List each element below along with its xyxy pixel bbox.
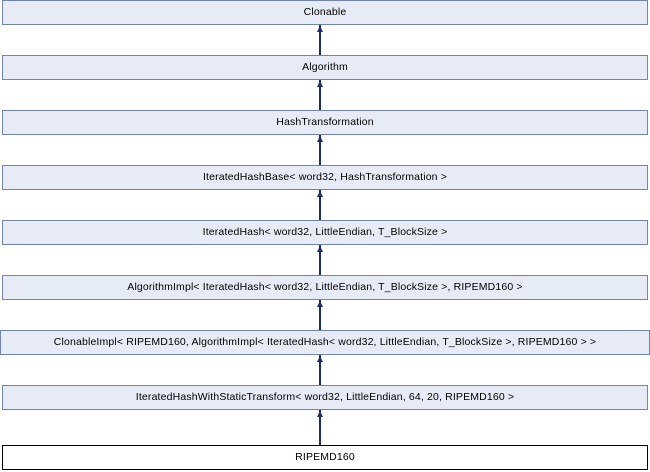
inheritance-edge bbox=[319, 25, 321, 55]
class-node-label: HashTransformation bbox=[276, 116, 374, 129]
inheritance-arrow-icon bbox=[317, 191, 323, 197]
inheritance-edge bbox=[319, 190, 321, 220]
inheritance-edge bbox=[319, 300, 321, 330]
inheritance-edge bbox=[319, 135, 321, 165]
inheritance-edge bbox=[319, 410, 321, 445]
class-node-label: IteratedHashBase< word32, HashTransforma… bbox=[202, 171, 448, 184]
class-node-label: Algorithm bbox=[302, 61, 348, 74]
class-node-iterated-hash[interactable]: IteratedHash< word32, LittleEndian, T_Bl… bbox=[2, 220, 648, 245]
class-node-hash-transformation[interactable]: HashTransformation bbox=[2, 110, 648, 135]
inheritance-arrow-icon bbox=[317, 26, 323, 32]
class-node-label: IteratedHashWithStaticTransform< word32,… bbox=[135, 391, 515, 404]
inheritance-arrow-icon bbox=[317, 246, 323, 252]
class-node-ripemd160[interactable]: RIPEMD160 bbox=[2, 445, 648, 470]
inheritance-arrow-icon bbox=[317, 411, 323, 417]
inheritance-arrow-icon bbox=[317, 301, 323, 307]
inheritance-arrow-icon bbox=[317, 81, 323, 87]
class-node-iterated-hash-base[interactable]: IteratedHashBase< word32, HashTransforma… bbox=[2, 165, 648, 190]
inheritance-edge bbox=[319, 245, 321, 275]
class-node-label: RIPEMD160 bbox=[295, 451, 355, 464]
class-node-iterated-hash-with-static-transform[interactable]: IteratedHashWithStaticTransform< word32,… bbox=[2, 385, 648, 410]
class-node-label: AlgorithmImpl< IteratedHash< word32, Lit… bbox=[127, 281, 523, 294]
class-node-clonable[interactable]: Clonable bbox=[2, 0, 648, 25]
class-node-label: ClonableImpl< RIPEMD160, AlgorithmImpl< … bbox=[53, 336, 597, 349]
class-node-algorithm-impl[interactable]: AlgorithmImpl< IteratedHash< word32, Lit… bbox=[2, 275, 648, 300]
inheritance-edge bbox=[319, 355, 321, 385]
inheritance-edge bbox=[319, 80, 321, 110]
inheritance-arrow-icon bbox=[317, 356, 323, 362]
class-node-label: IteratedHash< word32, LittleEndian, T_Bl… bbox=[202, 226, 448, 239]
class-node-clonable-impl[interactable]: ClonableImpl< RIPEMD160, AlgorithmImpl< … bbox=[0, 330, 650, 355]
inheritance-arrow-icon bbox=[317, 136, 323, 142]
class-node-algorithm[interactable]: Algorithm bbox=[2, 55, 648, 80]
class-node-label: Clonable bbox=[303, 6, 347, 19]
